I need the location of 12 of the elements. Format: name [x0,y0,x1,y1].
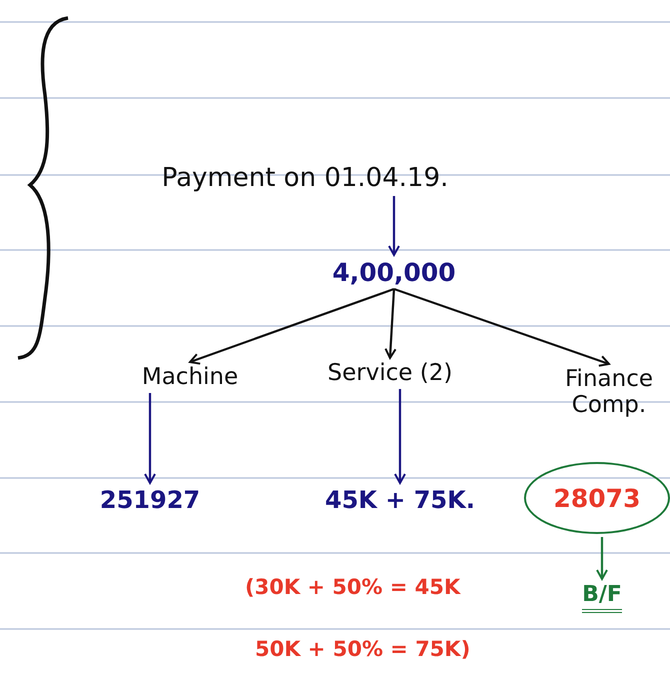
amount-text: 28073 [554,484,640,512]
category-text: Finance Comp. [564,366,654,418]
category-text: Service (2) [328,360,452,386]
note-text: B/F [582,582,622,613]
calculation-note: (30K + 50% = 45K [245,575,460,599]
amount-text: 4,00,000 [332,258,456,287]
amount-text: 45K + 75K. [325,486,475,514]
calculation-note: 50K + 50% = 75K) [255,637,470,661]
category-text: Machine [142,364,238,390]
heading-text: Payment on 01.04.19. [162,163,448,193]
circled-amount-ellipse [524,462,670,534]
amount-text: 251927 [100,486,200,514]
